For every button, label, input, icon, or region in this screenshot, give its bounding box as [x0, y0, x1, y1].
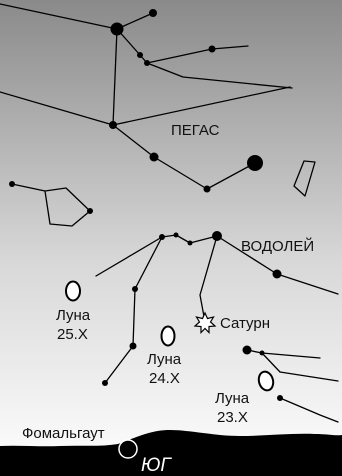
pentagon-asterism [11, 183, 91, 227]
star-dot [132, 286, 138, 292]
constellation-label-aquarius: ВОДОЛЕЙ [241, 237, 314, 255]
star-dot [277, 395, 283, 401]
star-dot [110, 22, 124, 36]
star-dot [203, 185, 211, 193]
star-dot [242, 345, 252, 355]
star-dot [272, 269, 282, 279]
saturn-label: Сатурн [220, 315, 270, 332]
star-dot [87, 208, 93, 214]
fomalhaut-star [118, 439, 138, 459]
star-dot [9, 181, 15, 187]
fomalhaut-label: Фомальгаут [22, 425, 105, 442]
star-dot [247, 155, 263, 171]
moon-25x-label: Луна [56, 307, 91, 324]
moon-25x-date: 25.X [57, 326, 88, 343]
star-dot [149, 152, 159, 162]
horizon-ground [0, 430, 342, 476]
direction-south-label: ЮГ [141, 455, 172, 476]
constellation-label-pegasus: ПЕГАС [171, 122, 220, 139]
star-dot [159, 234, 165, 240]
star-dot [208, 45, 216, 53]
moon-24x-marker [160, 325, 176, 347]
small-asterism [293, 160, 316, 197]
moon-23x-marker [257, 370, 275, 392]
moon-23x-date: 23.X [217, 409, 248, 426]
moon-23x-label: Луна [215, 390, 250, 407]
moon-25x-marker [65, 280, 81, 302]
moon-24x-date: 24.X [149, 370, 180, 387]
star-dot [109, 121, 117, 129]
star-dot [129, 342, 137, 350]
star-dot [102, 380, 108, 386]
star-dot [212, 231, 222, 241]
moon-24x-label: Луна [147, 351, 182, 368]
star-dot [149, 9, 157, 17]
star-dot [187, 240, 193, 246]
stars [9, 9, 283, 401]
star-burst-icon [193, 311, 217, 334]
star-dot [173, 232, 179, 238]
star-dot [144, 60, 150, 66]
star-dot [137, 52, 143, 58]
star-dot [259, 350, 265, 356]
